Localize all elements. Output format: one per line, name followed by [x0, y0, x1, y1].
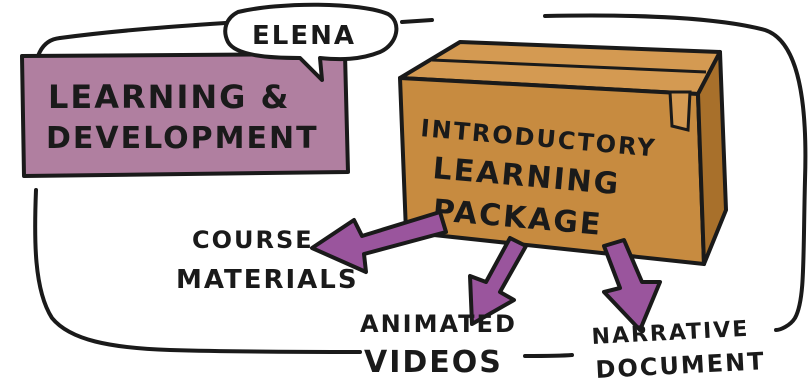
speech-bubble-name: ELENA	[252, 21, 356, 51]
arrow-course-materials	[310, 210, 448, 274]
arrows	[310, 210, 662, 332]
outer-frame	[33, 13, 808, 358]
course-materials-line-2: MATERIALS	[176, 265, 359, 295]
course-materials-line-1: COURSE	[192, 226, 314, 254]
department-line-2: DEVELOPMENT	[46, 121, 319, 156]
narrative-document-line-1: NARRATIVE	[591, 317, 750, 350]
package-box: INTRODUCTORY LEARNING PACKAGE	[398, 40, 728, 266]
department-box: LEARNING & DEVELOPMENT	[20, 52, 350, 178]
animated-videos-line-2: VIDEOS	[364, 345, 503, 380]
department-line-1: LEARNING &	[48, 78, 290, 116]
box-side	[696, 50, 728, 266]
arrow-narrative-document	[602, 238, 662, 332]
animated-videos-line-1: ANIMATED	[360, 310, 517, 338]
arrow-animated-videos	[468, 236, 528, 326]
speech-bubble: ELENA	[223, 2, 399, 82]
narrative-document-line-2: DOCUMENT	[595, 347, 766, 384]
